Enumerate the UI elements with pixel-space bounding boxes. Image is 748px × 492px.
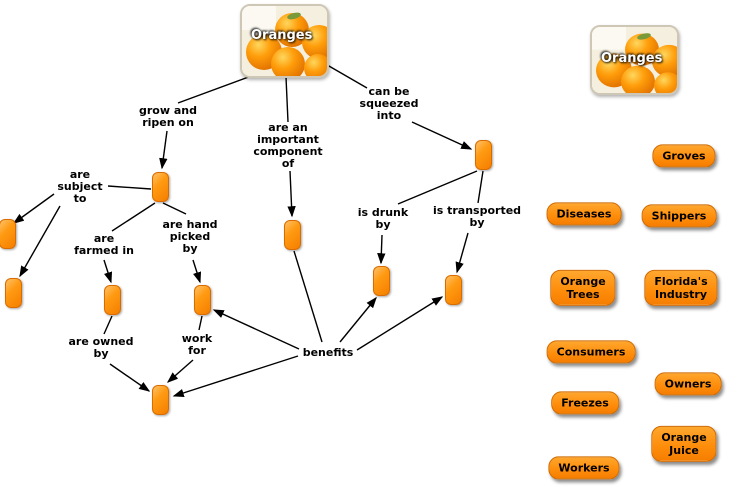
oranges-palette-image-node[interactable]: Oranges [590, 25, 679, 95]
empty-concept-node-farmed-target[interactable] [104, 285, 121, 315]
empty-concept-node-transported-target[interactable] [445, 275, 462, 305]
palette-label-consumers[interactable]: Consumers [546, 340, 636, 364]
palette-label-orange-trees[interactable]: Orange Trees [550, 269, 616, 307]
palette-label-floridas-industry[interactable]: Florida's Industry [644, 269, 718, 307]
empty-concept-node-owned-work-target[interactable] [152, 385, 169, 415]
palette-label-orange-juice[interactable]: Orange Juice [651, 425, 717, 463]
palette-label-owners[interactable]: Owners [654, 372, 722, 396]
empty-concept-node-component-target[interactable] [284, 220, 301, 250]
empty-concept-node-grow-target[interactable] [152, 172, 169, 202]
empty-concept-node-picked-target[interactable] [194, 285, 211, 315]
linking-phrase-work-for[interactable]: work for [181, 331, 213, 357]
empty-concept-node-squeezed-target[interactable] [475, 140, 492, 170]
palette-label-shippers[interactable]: Shippers [641, 204, 717, 228]
oranges-concept-image-node[interactable]: Oranges [240, 4, 329, 78]
palette-label-groves[interactable]: Groves [652, 144, 716, 168]
oranges-palette-label: Oranges [601, 51, 663, 66]
linking-phrase-can-be-squeezed-into[interactable]: can be squeezed into [359, 84, 419, 123]
linking-phrase-benefits[interactable]: benefits [302, 345, 354, 359]
linking-phrase-are-hand-picked-by[interactable]: are hand picked by [162, 217, 218, 256]
oranges-concept-label: Oranges [251, 28, 313, 43]
empty-concept-node-subject-target-1[interactable] [0, 219, 16, 249]
empty-concept-node-drunk-target[interactable] [373, 266, 390, 296]
linking-phrase-are-owned-by[interactable]: are owned by [68, 334, 134, 360]
palette-label-diseases[interactable]: Diseases [546, 202, 622, 226]
linking-phrase-is-drunk-by[interactable]: is drunk by [357, 205, 409, 231]
linking-phrase-grow-and-ripen-on[interactable]: grow and ripen on [139, 103, 197, 129]
linking-phrase-are-subject-to[interactable]: are subject to [57, 167, 103, 206]
palette-label-freezes[interactable]: Freezes [551, 391, 619, 415]
linking-phrase-are-an-important-component-of[interactable]: are an important component of [253, 120, 323, 171]
palette-label-workers[interactable]: Workers [548, 456, 620, 480]
linking-phrase-are-farmed-in[interactable]: are farmed in [74, 231, 134, 257]
empty-concept-node-subject-target-2[interactable] [5, 278, 22, 308]
linking-phrase-is-transported-by[interactable]: is transported by [432, 203, 522, 229]
